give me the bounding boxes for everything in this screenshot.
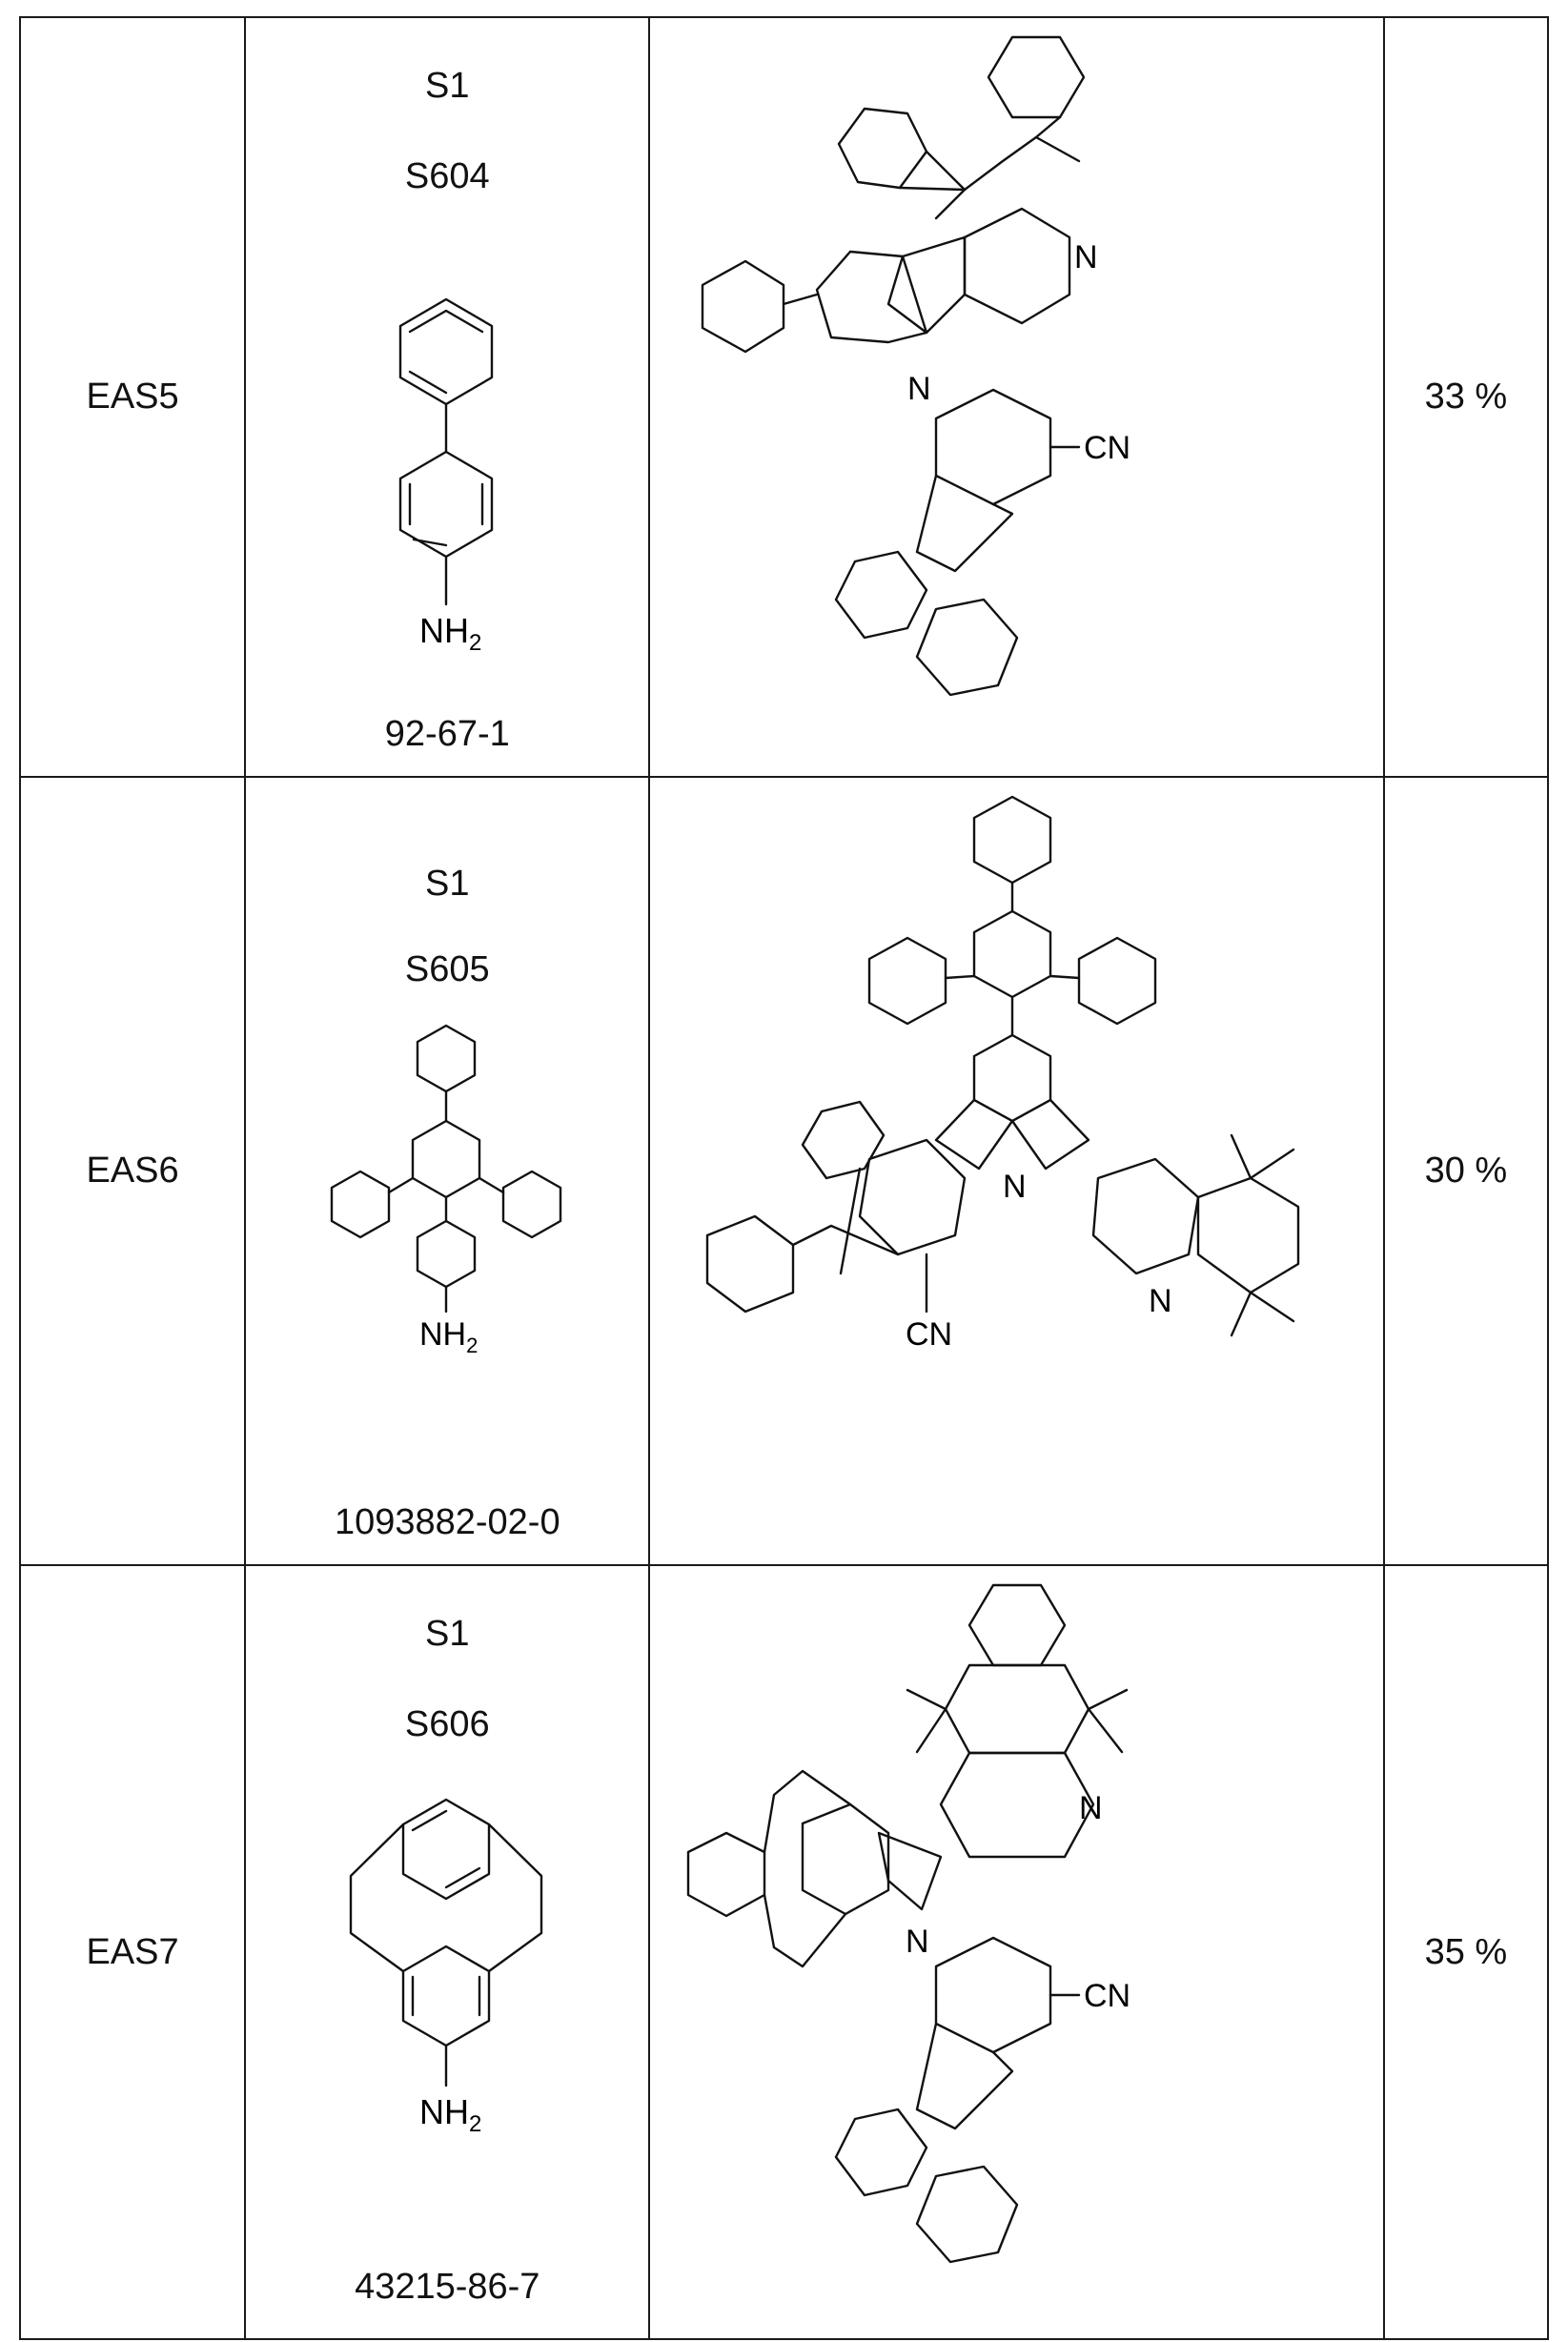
table-row: EAS6 S1 S605 NH2 1093882-0 (20, 777, 1548, 1565)
reagents-cell: S1 S606 NH2 43215-86-7 (245, 1565, 649, 2339)
reactant-2-label: S604 (246, 156, 648, 197)
example-id-cell: EAS6 (20, 777, 245, 1565)
product-cell: N N CN (649, 1565, 1383, 2339)
cas-number: 43215-86-7 (246, 2267, 648, 2308)
yield-cell: 35 % (1384, 1565, 1548, 2339)
core-n-label: N (906, 1924, 929, 1960)
table-row: EAS7 S1 S606 NH2 43215-86-7 (20, 1565, 1548, 2339)
amine-label: NH2 (419, 611, 481, 656)
yield-value: 35 % (1425, 1932, 1508, 1972)
reagents-cell: S1 S604 NH2 92-67-1 (245, 17, 649, 777)
example-id: EAS6 (86, 1151, 178, 1191)
core-n-label: N (1003, 1169, 1027, 1205)
yield-value: 30 % (1425, 1151, 1508, 1191)
amine-label: NH2 (419, 1316, 478, 1357)
yield-cell: 30 % (1384, 777, 1548, 1565)
reagents: S1 S605 NH2 1093882-02-0 (246, 778, 648, 1564)
cyano-label: CN (1084, 430, 1130, 466)
reactant-1-label: S1 (246, 864, 648, 905)
biphenylamine-structure-icon: NH2 (246, 242, 648, 719)
cas-number: 1093882-02-0 (246, 1502, 648, 1543)
yield-value: 33 % (1425, 377, 1508, 417)
reactant-2-label: S606 (246, 1704, 648, 1745)
reactant-2-label: S605 (246, 949, 648, 990)
reagents-cell: S1 S605 NH2 1093882-02-0 (245, 777, 649, 1565)
core-n-label: N (907, 371, 931, 407)
pyridine-n-label: N (1079, 1790, 1103, 1826)
example-id-cell: EAS7 (20, 1565, 245, 2339)
reaction-table: EAS5 S1 S604 NH2 92-67-1 (19, 16, 1549, 2340)
product-cell: N N CN (649, 17, 1383, 777)
example-id: EAS7 (86, 1932, 178, 1972)
cas-number: 92-67-1 (246, 714, 648, 755)
example-id-cell: EAS5 (20, 17, 245, 777)
product-structure-icon: N N CN (650, 18, 1382, 771)
reagents: S1 S606 NH2 43215-86-7 (246, 1566, 648, 2338)
example-id: EAS5 (86, 377, 178, 417)
amine-label: NH2 (419, 2092, 481, 2137)
product-structure-icon: N CN N (650, 778, 1382, 1559)
product-structure-icon: N N CN (650, 1566, 1382, 2333)
pyridine-n-label: N (1149, 1283, 1172, 1319)
reactant-1-label: S1 (246, 66, 648, 107)
cyclophane-amine-structure-icon: NH2 (246, 1781, 648, 2257)
pyridine-n-label: N (1074, 239, 1098, 275)
product-cell: N CN N (649, 777, 1383, 1565)
tetraphenylamine-structure-icon: NH2 (246, 1016, 648, 1474)
cyano-label: CN (906, 1316, 952, 1353)
yield-cell: 33 % (1384, 17, 1548, 777)
table-row: EAS5 S1 S604 NH2 92-67-1 (20, 17, 1548, 777)
reactant-1-label: S1 (246, 1614, 648, 1655)
reagents: S1 S604 NH2 92-67-1 (246, 18, 648, 776)
cyano-label: CN (1084, 1978, 1130, 2014)
